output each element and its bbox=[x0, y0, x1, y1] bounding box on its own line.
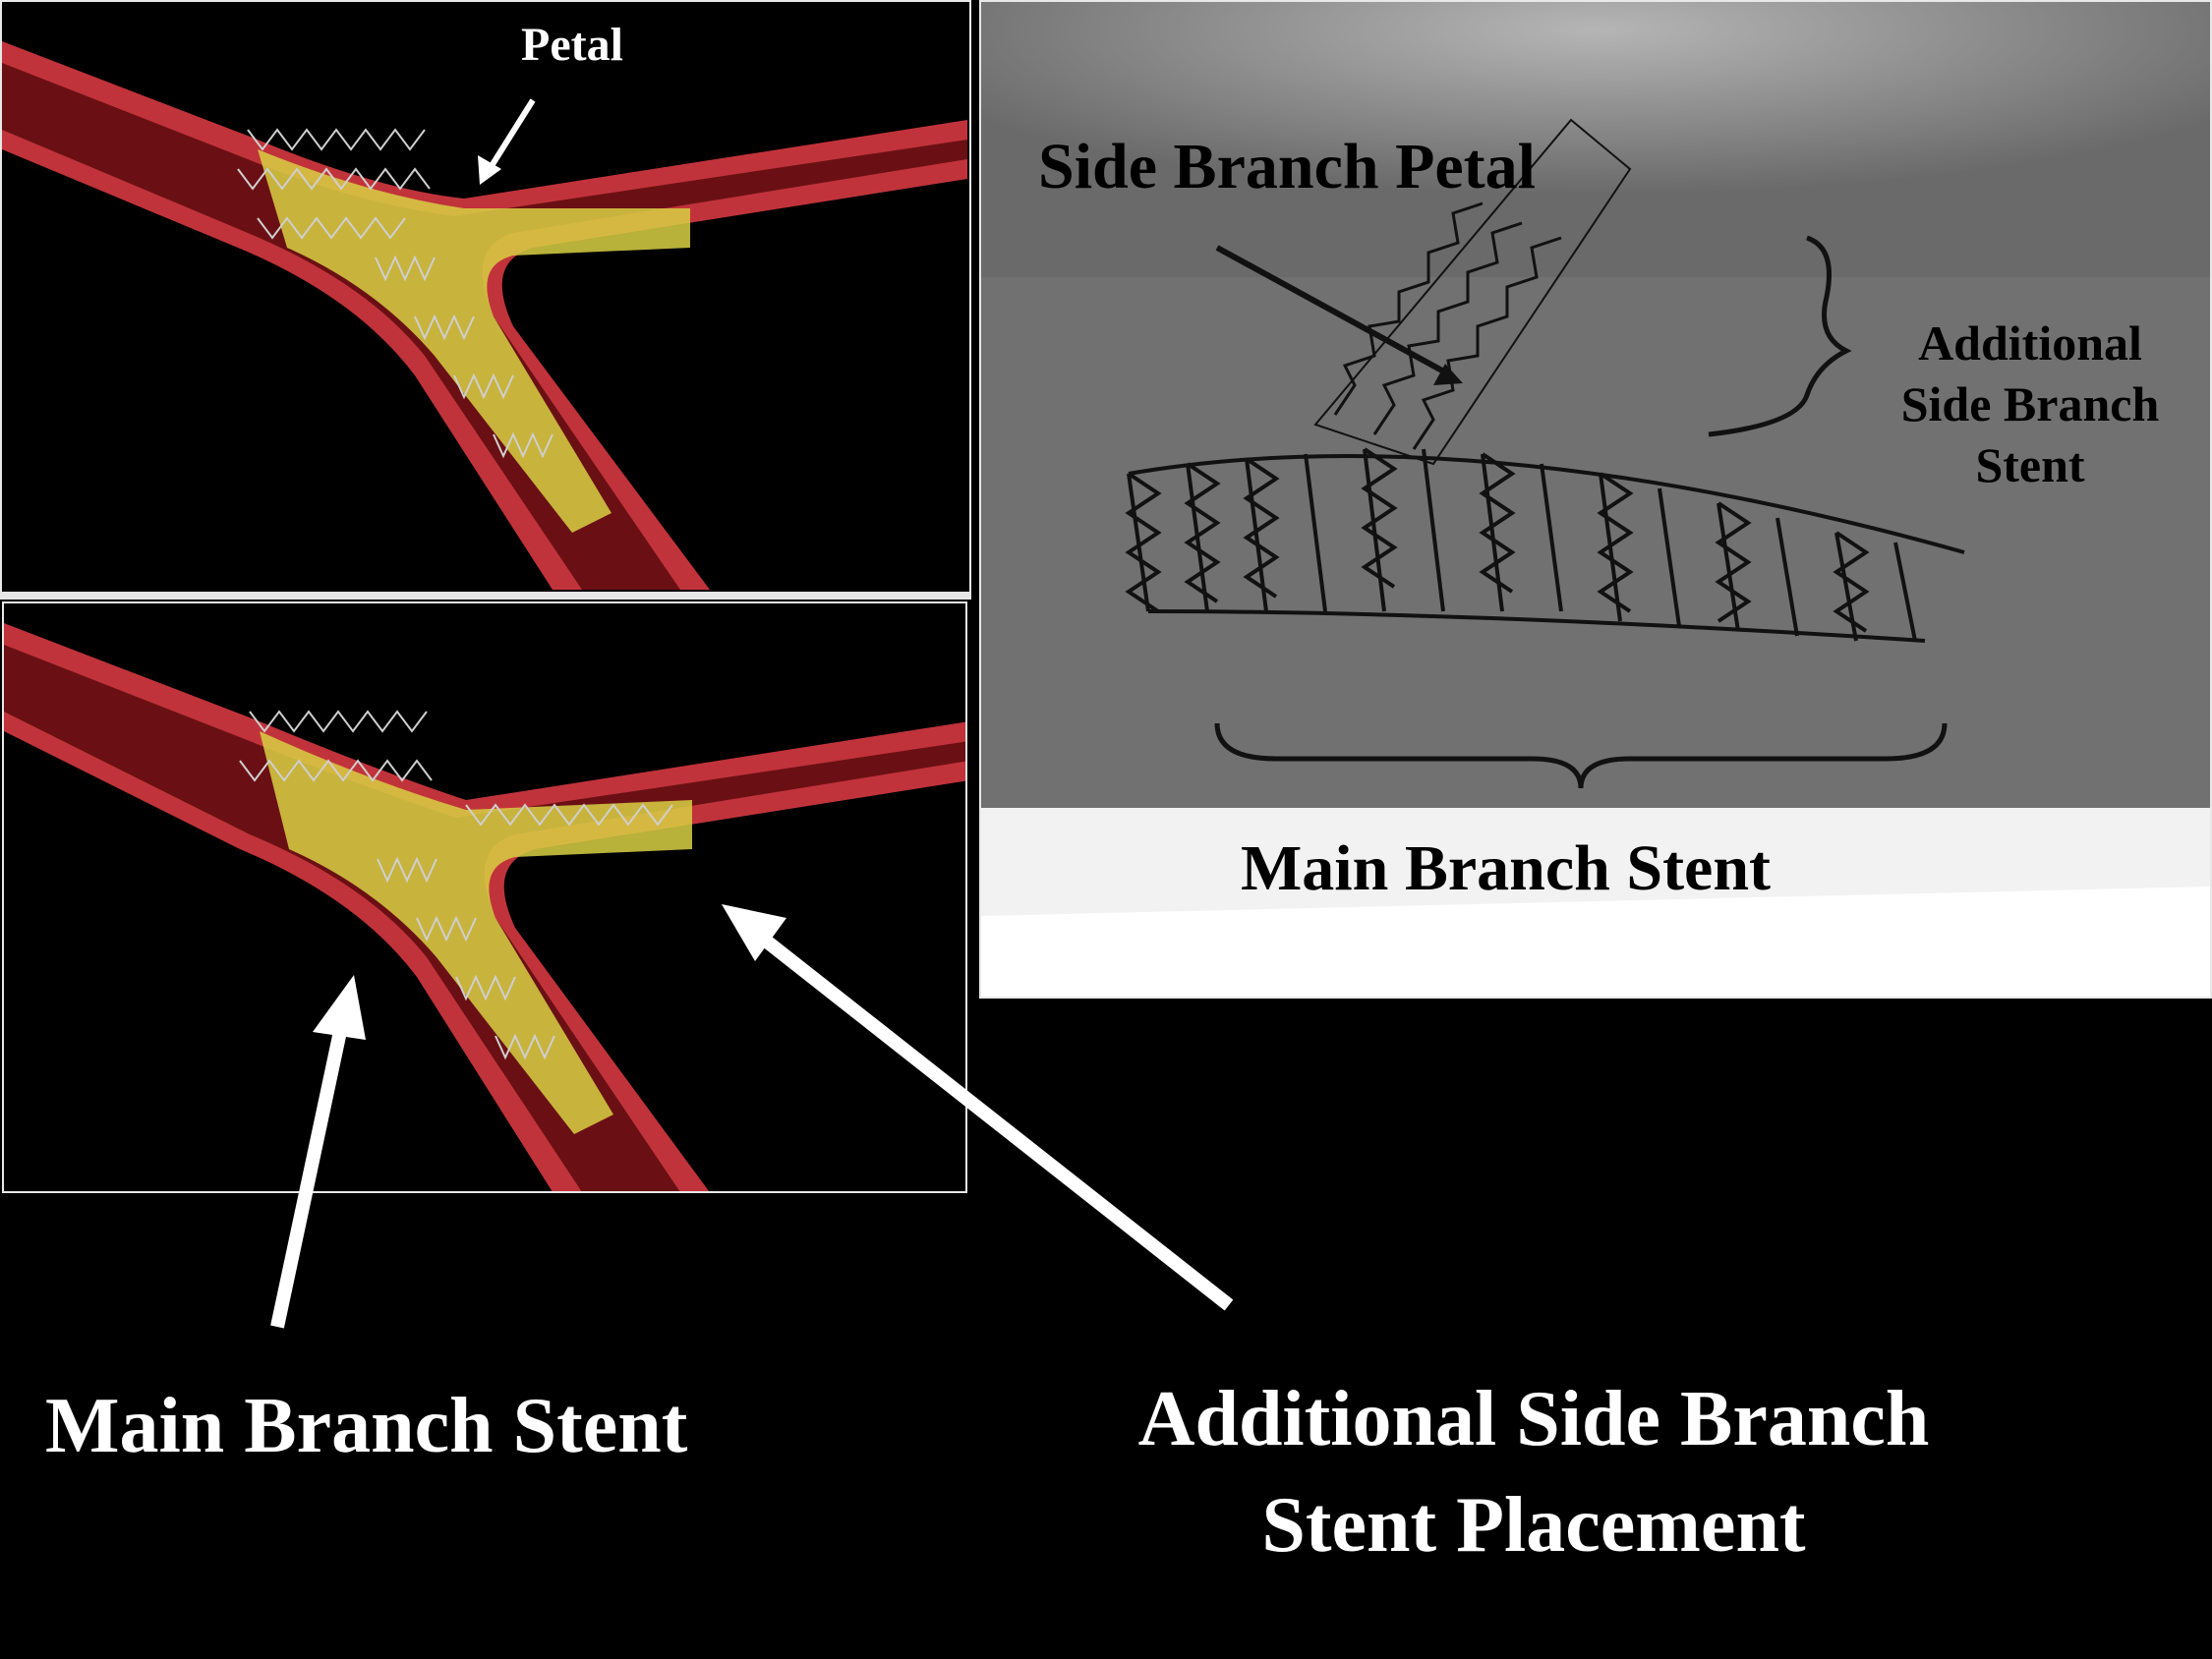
side-branch-stent-mesh bbox=[1313, 118, 1632, 466]
side-branch-brace bbox=[1708, 235, 1852, 437]
illustration-petal-deployment bbox=[2, 2, 967, 590]
additional-side-branch-stent-label: Additional Side Branch Stent bbox=[1900, 315, 2160, 492]
side-branch-petal-arrow bbox=[1215, 245, 1463, 385]
main-branch-stent-photo-label: Main Branch Stent bbox=[1241, 832, 1772, 904]
side-branch-placement-caption: Additional Side Branch Stent Placement bbox=[1137, 1376, 1930, 1569]
radiograph-image bbox=[981, 2, 2212, 997]
main-branch-stent-caption: Main Branch Stent bbox=[45, 1383, 688, 1469]
illustration-side-branch-stent bbox=[2, 601, 967, 1193]
stent-mesh-top bbox=[237, 128, 553, 459]
petal-label: Petal bbox=[521, 19, 623, 71]
bifurcation-vessel-top bbox=[2, 41, 967, 590]
main-branch-stent-mesh bbox=[1125, 447, 1965, 643]
side-branch-petal-label: Side Branch Petal bbox=[1038, 131, 1536, 202]
panel-divider bbox=[0, 592, 971, 600]
petal-arrow bbox=[478, 98, 536, 185]
stent-mesh-bottom bbox=[239, 710, 673, 1060]
main-branch-brace bbox=[1214, 722, 1948, 789]
radiograph-stent-photo bbox=[981, 2, 2212, 997]
bifurcation-vessel-bottom bbox=[4, 623, 965, 1191]
